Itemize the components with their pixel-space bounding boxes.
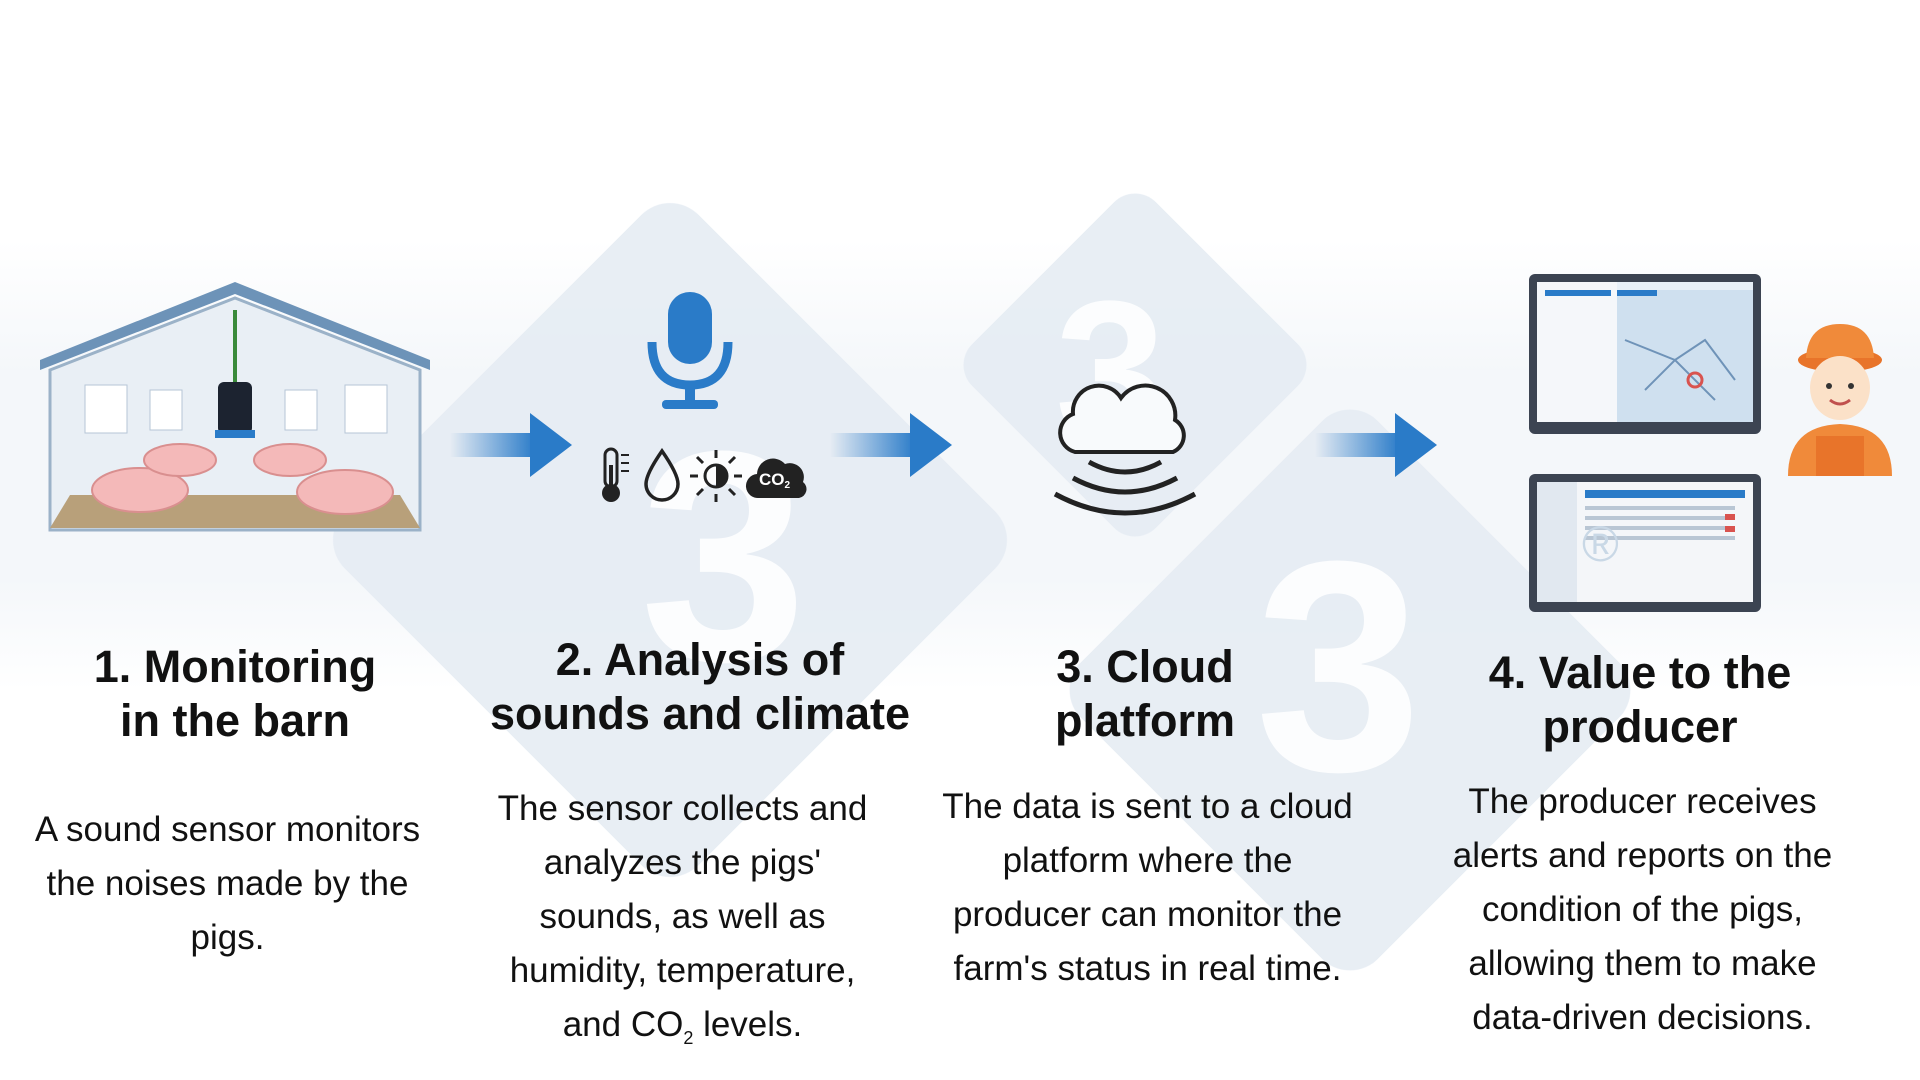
desc-line: producer can monitor the	[952, 895, 1343, 934]
desc-line: condition of the pigs,	[1481, 890, 1804, 929]
desc-line: The data is sent to a cloud	[942, 787, 1353, 826]
barn-illustration	[40, 282, 430, 532]
desc-line: alerts and reports on the	[1452, 836, 1833, 875]
desc-line: analyzes the pigs'	[543, 843, 822, 882]
co2-cloud-icon: CO2	[745, 452, 810, 502]
registered-mark: ®	[1582, 516, 1619, 572]
desc-line: A sound sensor monitors	[34, 810, 421, 849]
desc-line: allowing them to make	[1468, 944, 1817, 983]
arrow-right-icon	[1315, 413, 1437, 477]
dashboard-monitor-icon	[1529, 274, 1761, 434]
watermark-digit-1: 3	[640, 388, 807, 724]
watermark-diamond-2	[963, 193, 1307, 537]
barn-window	[344, 384, 388, 434]
pig-icon	[91, 467, 189, 513]
microphone-icon	[647, 292, 733, 409]
desc-line: data-driven decisions.	[1472, 998, 1813, 1037]
desc-line: and CO2 levels.	[562, 1005, 803, 1048]
desc-line: The producer receives	[1468, 782, 1817, 821]
desc-line: pigs.	[190, 918, 265, 957]
watermark-diamond-3	[1069, 409, 1631, 971]
pig-icon	[296, 469, 394, 515]
sun-icon	[690, 450, 742, 502]
desc-line: farm's status in real time.	[953, 949, 1342, 988]
humidity-drop-icon	[644, 448, 680, 502]
desc-line: The sensor collects and	[497, 789, 868, 828]
step-4-description: The producer receives alerts and reports…	[1410, 775, 1875, 1045]
barn-window	[149, 389, 183, 431]
desc-line: platform where the	[1002, 841, 1293, 880]
desc-line: sounds, as well as	[539, 897, 826, 936]
barn-window	[84, 384, 128, 434]
step-1-description: A sound sensor monitors the noises made …	[0, 803, 455, 965]
sensor-light	[215, 430, 255, 438]
pig-icon	[253, 443, 327, 477]
barn-window	[284, 389, 318, 431]
thermometer-icon	[602, 447, 629, 502]
watermark-digit-3: 3	[1255, 498, 1422, 834]
arrow-right-icon	[450, 413, 572, 477]
arrow-right-icon	[830, 413, 952, 477]
step-3-description: The data is sent to a cloud platform whe…	[915, 780, 1380, 996]
desc-line: humidity, temperature,	[509, 951, 856, 990]
desc-line: the noises made by the	[46, 864, 409, 903]
step-2-description: The sensor collects and analyzes the pig…	[470, 782, 895, 1065]
sound-sensor-icon	[218, 382, 252, 434]
reports-monitor-icon	[1529, 474, 1761, 612]
co2-label: CO2	[759, 470, 791, 491]
pig-icon	[143, 443, 217, 477]
cloud-signal-icon	[1053, 383, 1197, 516]
farmer-avatar-icon	[1788, 324, 1892, 476]
watermark-diamond-1	[333, 203, 1007, 877]
